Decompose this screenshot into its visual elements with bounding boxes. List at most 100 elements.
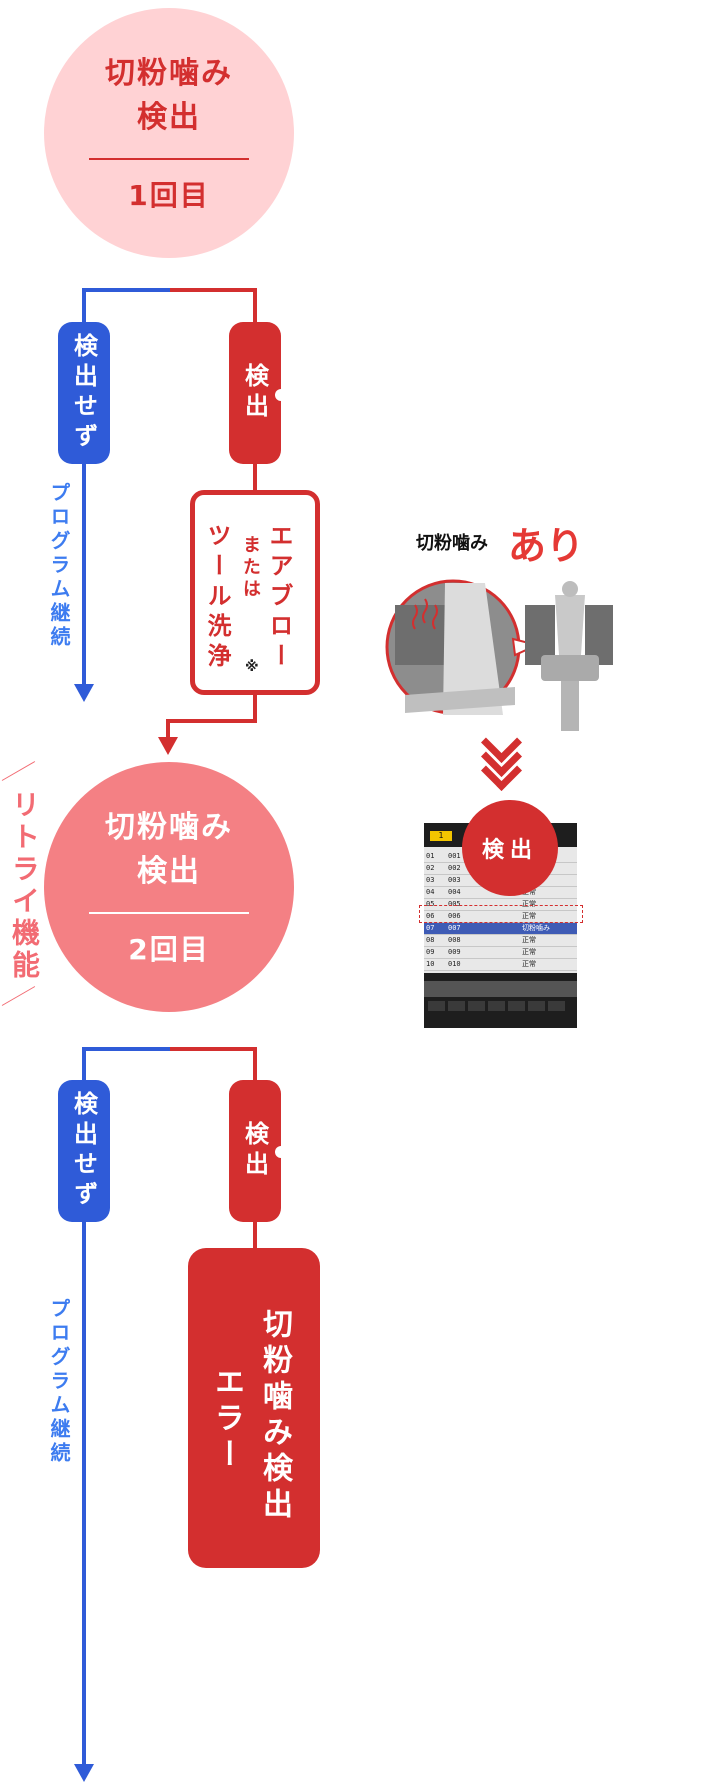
branch1-red-return-vertical (166, 719, 170, 739)
tool-holder-illustration (385, 579, 613, 731)
monitor-band (424, 981, 577, 997)
branch2-red-vertical-top (253, 1047, 257, 1083)
monitor-tab: 1 (430, 831, 452, 841)
row-id: 003 (448, 876, 461, 884)
row-no: 03 (426, 876, 435, 884)
monitor-button (488, 1001, 505, 1011)
row-no: 08 (426, 936, 435, 944)
row-status: 正常 (522, 960, 536, 968)
row-id: 010 (448, 960, 461, 968)
row-no: 06 (426, 912, 435, 920)
circle-title-line1: 切粉噛み (105, 810, 233, 845)
pill-notch (275, 389, 287, 401)
row-no: 09 (426, 948, 435, 956)
monitor-button (508, 1001, 525, 1011)
detection-circle-2: 切粉噛み 検出 2回目 (44, 762, 294, 1012)
branch2-blue-horizontal (82, 1047, 170, 1051)
pill-label: 検出 (240, 363, 269, 423)
holder-flange (541, 655, 599, 681)
row-status: 正常 (522, 912, 536, 920)
branch2-continue-label: プログラム継続 (47, 1298, 71, 1466)
monitor-button (468, 1001, 485, 1011)
row-status: 切粉噛み (522, 924, 550, 932)
action-line2: または (240, 535, 261, 601)
branch2-red-vertical-mid (253, 1220, 257, 1250)
holder-taper (555, 595, 585, 655)
row-id: 005 (448, 900, 461, 908)
branch1-red-vertical-top (253, 288, 257, 324)
holder-shank (561, 681, 579, 731)
row-id: 006 (448, 912, 461, 920)
branch1-red-vertical-bottom (253, 693, 257, 723)
pill-notch (275, 1146, 287, 1158)
branch1-continue-label: プログラム継続 (47, 482, 71, 650)
row-id: 008 (448, 936, 461, 944)
table-row: 05 005 正常 (424, 899, 577, 911)
chip-mark (422, 598, 428, 624)
air-blow-box: エアブロー または ツール洗浄 ※ (190, 490, 320, 695)
monitor-button (548, 1001, 565, 1011)
highlight-dashed-box (419, 905, 583, 923)
caption-prefix: 切粉噛み (416, 533, 488, 554)
tool-base (405, 687, 515, 713)
branch2-detected-pill: 検出 (229, 1080, 281, 1222)
detection-circle-1: 切粉噛み 検出 1回目 (44, 8, 294, 258)
row-no: 02 (426, 864, 435, 872)
branch1-not-detected-pill: 検出せず (58, 322, 110, 464)
chip-mark (412, 604, 418, 630)
branch1-red-vertical-mid (253, 462, 257, 492)
row-no: 01 (426, 852, 435, 860)
monitor-button (428, 1001, 445, 1011)
tool-taper (443, 583, 503, 715)
note-mark: ※ (245, 659, 259, 675)
chip-mark (432, 604, 438, 630)
detected-badge: 検出 (462, 800, 558, 896)
circle-divider (89, 158, 249, 160)
retry-label: リトライ機能 (8, 790, 41, 982)
retry-slash-top (1, 761, 36, 781)
error-line2: エラー (209, 1366, 244, 1474)
badge-label: 検出 (481, 838, 538, 863)
row-id: 002 (448, 864, 461, 872)
monitor-buttons (428, 1001, 573, 1011)
monitor-button (528, 1001, 545, 1011)
error-box: 切粉噛み検出 エラー (188, 1248, 320, 1568)
circle-divider (89, 912, 249, 914)
branch1-blue-horizontal (82, 288, 170, 292)
branch1-red-horizontal (170, 288, 257, 292)
branch2-red-horizontal (170, 1047, 257, 1051)
branch1-blue-arrow (74, 684, 94, 702)
branch1-red-arrow (158, 737, 178, 755)
row-id: 007 (448, 924, 461, 932)
circle-count: 2回目 (128, 933, 210, 966)
circle-count: 1回目 (128, 179, 210, 212)
table-row: 09 009 正常 (424, 947, 577, 959)
branch2-not-detected-pill: 検出せず (58, 1080, 110, 1222)
branch1-blue-vertical (82, 288, 86, 688)
circle-title-line2: 検出 (137, 100, 201, 135)
branch1-red-return-horizontal (170, 719, 257, 723)
row-status: 正常 (522, 936, 536, 944)
row-id: 001 (448, 852, 461, 860)
branch2-blue-arrow (74, 1764, 94, 1782)
table-row: 08 008 正常 (424, 935, 577, 947)
row-status: 正常 (522, 900, 536, 908)
circle-title-line1: 切粉噛み (105, 56, 233, 91)
row-status: 正常 (522, 948, 536, 956)
pill-label: 検出せず (69, 1091, 98, 1211)
row-no: 05 (426, 900, 435, 908)
branch2-blue-vertical (82, 1047, 86, 1767)
monitor-button (448, 1001, 465, 1011)
row-id: 009 (448, 948, 461, 956)
pull-stud (562, 581, 578, 597)
pill-label: 検出せず (69, 333, 98, 453)
row-id: 004 (448, 888, 461, 896)
action-line1: エアブロー (265, 523, 293, 673)
circle-title-line2: 検出 (137, 854, 201, 889)
illustration-caption: 切粉噛み あり (416, 515, 616, 575)
pill-label: 検出 (240, 1121, 269, 1181)
branch1-detected-pill: 検出 (229, 322, 281, 464)
row-no: 04 (426, 888, 435, 896)
